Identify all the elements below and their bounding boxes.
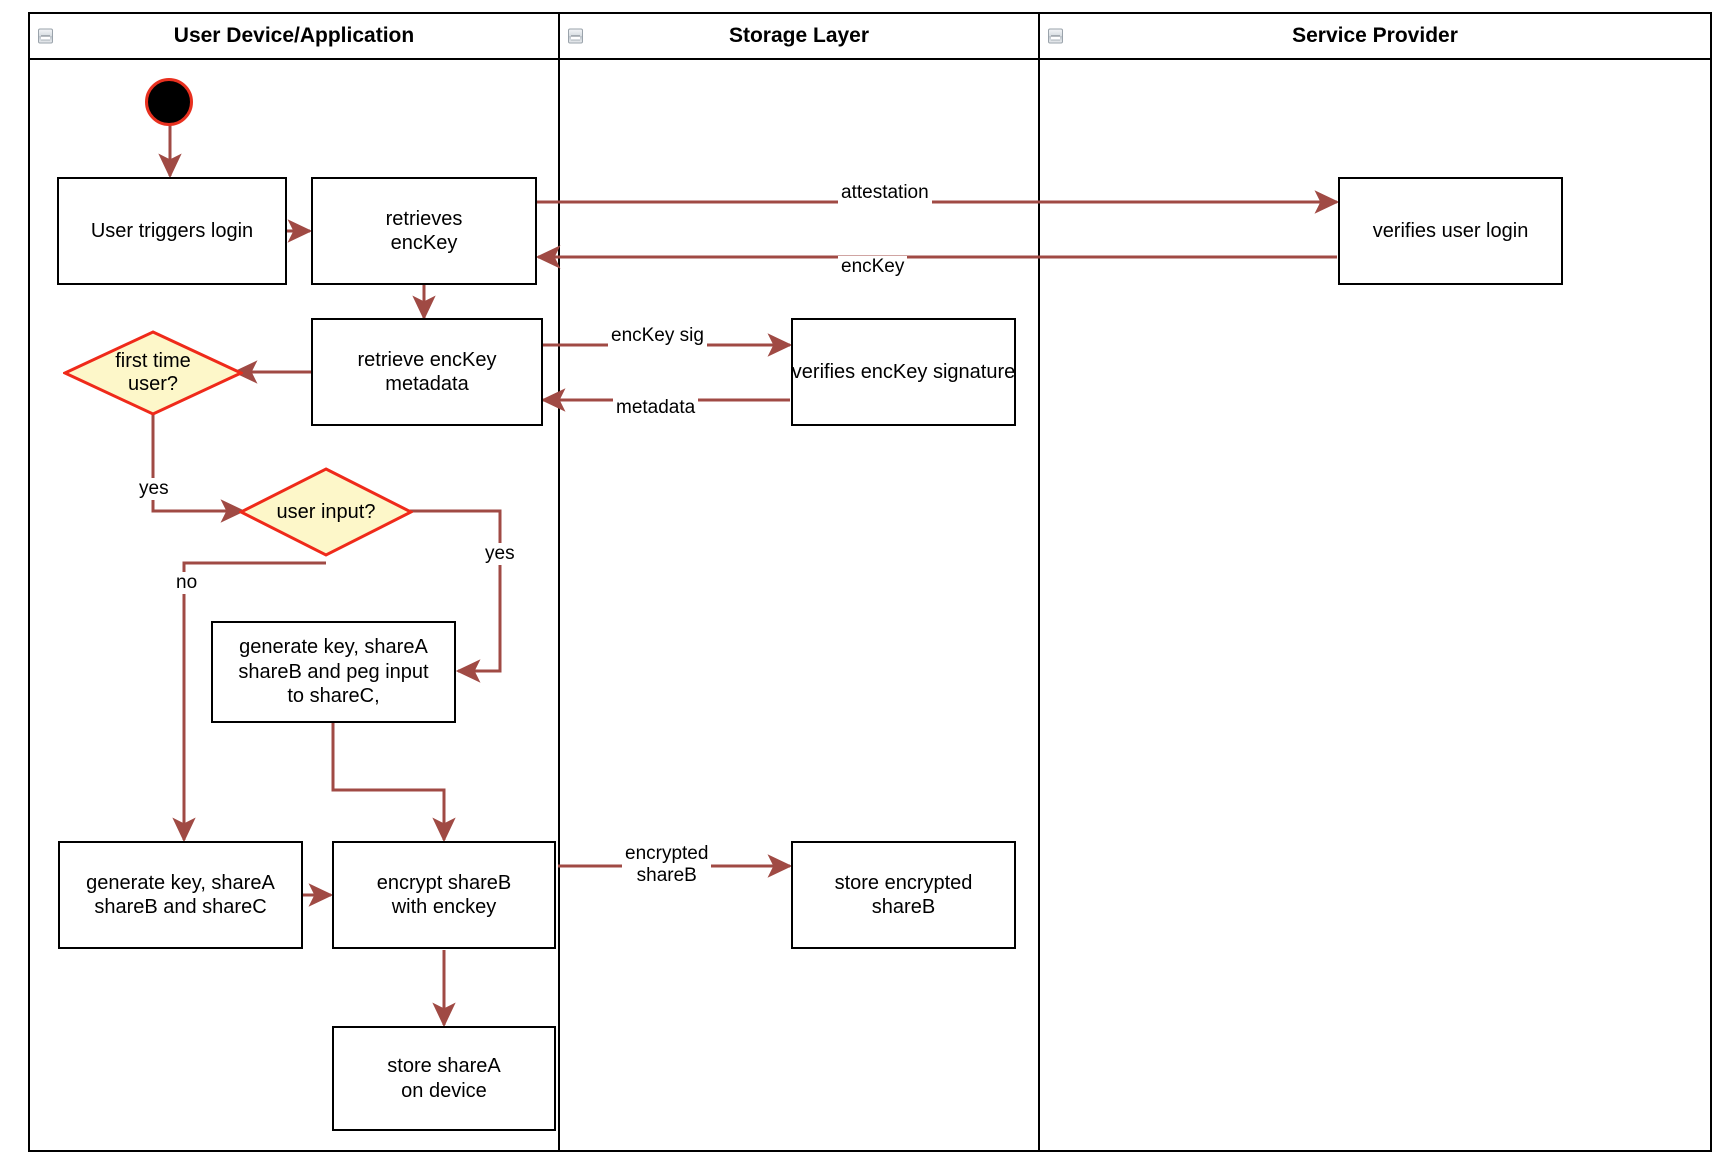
edge-label-attestation: attestation [838,182,932,204]
edge-label-enckey-sig: encKey sig [608,325,707,347]
action-label: store encrypted shareB [834,871,973,918]
action-store-sharea[interactable]: store shareA on device [332,1026,556,1131]
swimlane-header-user-device[interactable]: User Device/Application [28,12,560,60]
action-label: verifies user login [1372,219,1529,242]
action-verifies-enckey-signature[interactable]: verifies encKey signature [791,318,1016,426]
decision-user-input[interactable]: user input? [239,467,413,557]
swimlane-header-storage-layer[interactable]: Storage Layer [558,12,1040,60]
action-label: encrypt shareB with enckey [376,871,512,918]
edge-label-no-user-input: no [173,572,201,594]
swimlane-title-storage-layer: Storage Layer [728,24,870,47]
action-label: verifies encKey signature [791,360,1016,383]
action-label: User triggers login [90,219,254,242]
initial-node[interactable] [145,78,193,126]
action-encrypt-shareb[interactable]: encrypt shareB with enckey [332,841,556,949]
decision-first-time-user[interactable]: first time user? [63,330,243,416]
decision-label: first time user? [115,350,191,395]
swimlane-header-service-provider[interactable]: Service Provider [1038,12,1712,60]
action-generate-key-shares[interactable]: generate key, shareA shareB and shareC [58,841,303,949]
decision-label: user input? [276,500,376,523]
action-label: store shareA on device [387,1055,501,1102]
action-retrieve-enckey-metadata[interactable]: retrieve encKey metadata [311,318,543,426]
action-label: generate key, shareA shareB and peg inpu… [238,636,429,708]
collapse-minus-icon[interactable] [1048,28,1063,44]
action-label: retrieve encKey metadata [357,348,497,395]
action-label: retrieves encKey [385,207,463,254]
swimlane-storage-layer[interactable] [558,12,1040,1152]
collapse-minus-icon[interactable] [38,28,53,44]
action-verifies-user-login[interactable]: verifies user login [1338,177,1563,285]
action-retrieves-enckey[interactable]: retrieves encKey [311,177,537,285]
edge-label-enckey: encKey [838,256,908,278]
edge-label-yes-user-input: yes [482,543,518,565]
action-label: generate key, shareA shareB and shareC [86,871,275,918]
action-user-triggers-login[interactable]: User triggers login [57,177,287,285]
action-store-encrypted-shareb[interactable]: store encrypted shareB [791,841,1016,949]
action-generate-key-peg[interactable]: generate key, shareA shareB and peg inpu… [211,621,456,723]
swimlane-title-user-device: User Device/Application [173,24,415,47]
edge-label-metadata: metadata [613,397,699,419]
edge-label-yes-first-time: yes [136,478,172,500]
edge-label-encrypted-shareb: encrypted shareB [622,843,712,887]
swimlane-title-service-provider: Service Provider [1292,24,1458,47]
collapse-minus-icon[interactable] [568,28,583,44]
